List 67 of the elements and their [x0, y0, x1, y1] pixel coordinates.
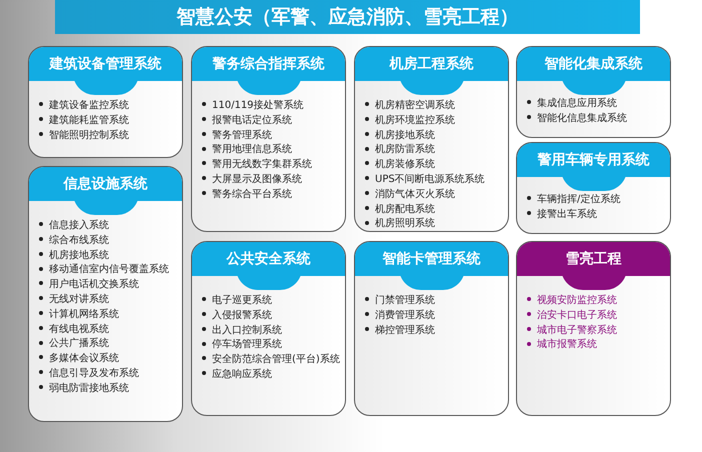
list-item: 应急响应系统	[202, 368, 272, 383]
list-item: 机房防雷系统	[365, 143, 435, 158]
list-item: 机房精密空调系统	[365, 99, 455, 114]
list-item: 消防气体灭火系统	[365, 188, 455, 203]
list-item: 无线对讲系统	[39, 292, 109, 308]
card-heading: 智能化集成系统	[517, 47, 670, 81]
card-heading: 公共安全系统	[192, 242, 345, 276]
card-heading: 警务综合指挥系统	[192, 47, 345, 81]
list-item: 警务综合平台系统	[202, 188, 292, 203]
list-item: 信息引导及发布系统	[39, 366, 139, 382]
list-item: 电子巡更系统	[202, 294, 272, 309]
list-item: 机房环境监控系统	[365, 114, 455, 129]
list-item: 综合布线系统	[39, 234, 109, 249]
list-item: 出入口控制系统	[202, 324, 282, 338]
list-item: 有线电视系统	[39, 322, 109, 338]
card-heading: 警用车辆专用系统	[517, 143, 670, 177]
list-item: 机房装修系统	[365, 158, 435, 173]
title-banner: 智慧公安（军警、应急消防、雪亮工程）	[55, 0, 640, 34]
list-item: 城市电子警察系统	[527, 324, 617, 338]
list-item: 机房接地系统	[365, 128, 435, 144]
list-item: 机房配电系统	[365, 202, 435, 218]
list-item: 用户电话机交换系统	[39, 278, 139, 293]
system-card	[28, 46, 183, 158]
system-card	[191, 241, 346, 416]
list-item: 视频安防监控系统	[527, 294, 617, 309]
list-item: 梯控管理系统	[365, 324, 435, 338]
system-card	[516, 46, 671, 138]
system-card	[28, 166, 183, 422]
system-card	[516, 241, 671, 416]
list-item: 计算机网络系统	[39, 308, 119, 323]
list-item: 入侵报警系统	[202, 308, 272, 324]
list-item: 多媒体会议系统	[39, 352, 119, 367]
list-item: 机房照明系统	[365, 217, 435, 231]
card-heading: 智能卡管理系统	[355, 242, 508, 276]
list-item: 集成信息应用系统	[527, 97, 617, 112]
list-item: 弱电防雷接地系统	[39, 382, 129, 397]
list-item: 警用无线数字集群系统	[202, 158, 312, 173]
list-item: 警务管理系统	[202, 128, 272, 144]
system-card	[191, 46, 346, 232]
list-item: 智能照明控制系统	[39, 128, 129, 144]
list-item: 建筑能耗监管系统	[39, 114, 129, 129]
list-item: 报警电话定位系统	[202, 114, 292, 129]
list-item: 机房接地系统	[39, 248, 109, 264]
list-item: 警用地理信息系统	[202, 143, 292, 158]
system-card	[354, 46, 509, 232]
card-heading: 建筑设备管理系统	[29, 47, 182, 81]
list-item: 智能化信息集成系统	[527, 112, 627, 127]
list-item: 消费管理系统	[365, 308, 435, 324]
card-heading: 雪亮工程	[517, 242, 670, 276]
list-item: 停车场管理系统	[202, 338, 282, 354]
list-item: 城市报警系统	[527, 338, 597, 354]
list-item: 大屏显示及图像系统	[202, 172, 302, 188]
list-item: 建筑设备监控系统	[39, 99, 129, 114]
list-item: 车辆指挥/定位系统	[527, 193, 620, 208]
list-item: UPS不间断电源系统系统	[365, 172, 485, 188]
card-heading: 机房工程系统	[355, 47, 508, 81]
list-item: 安全防范综合管理(平台)系统	[202, 353, 340, 368]
card-heading: 信息设施系统	[29, 167, 182, 201]
list-item: 110/119接处警系统	[202, 99, 304, 114]
list-item: 接警出车系统	[527, 208, 597, 223]
list-item: 移动通信室内信号覆盖系统	[39, 263, 169, 278]
list-item: 门禁管理系统	[365, 294, 435, 309]
list-item: 信息接入系统	[39, 219, 109, 234]
list-item: 治安卡口电子系统	[527, 308, 617, 324]
system-card	[516, 142, 671, 234]
list-item: 公共广播系统	[39, 337, 109, 352]
system-card	[354, 241, 509, 416]
